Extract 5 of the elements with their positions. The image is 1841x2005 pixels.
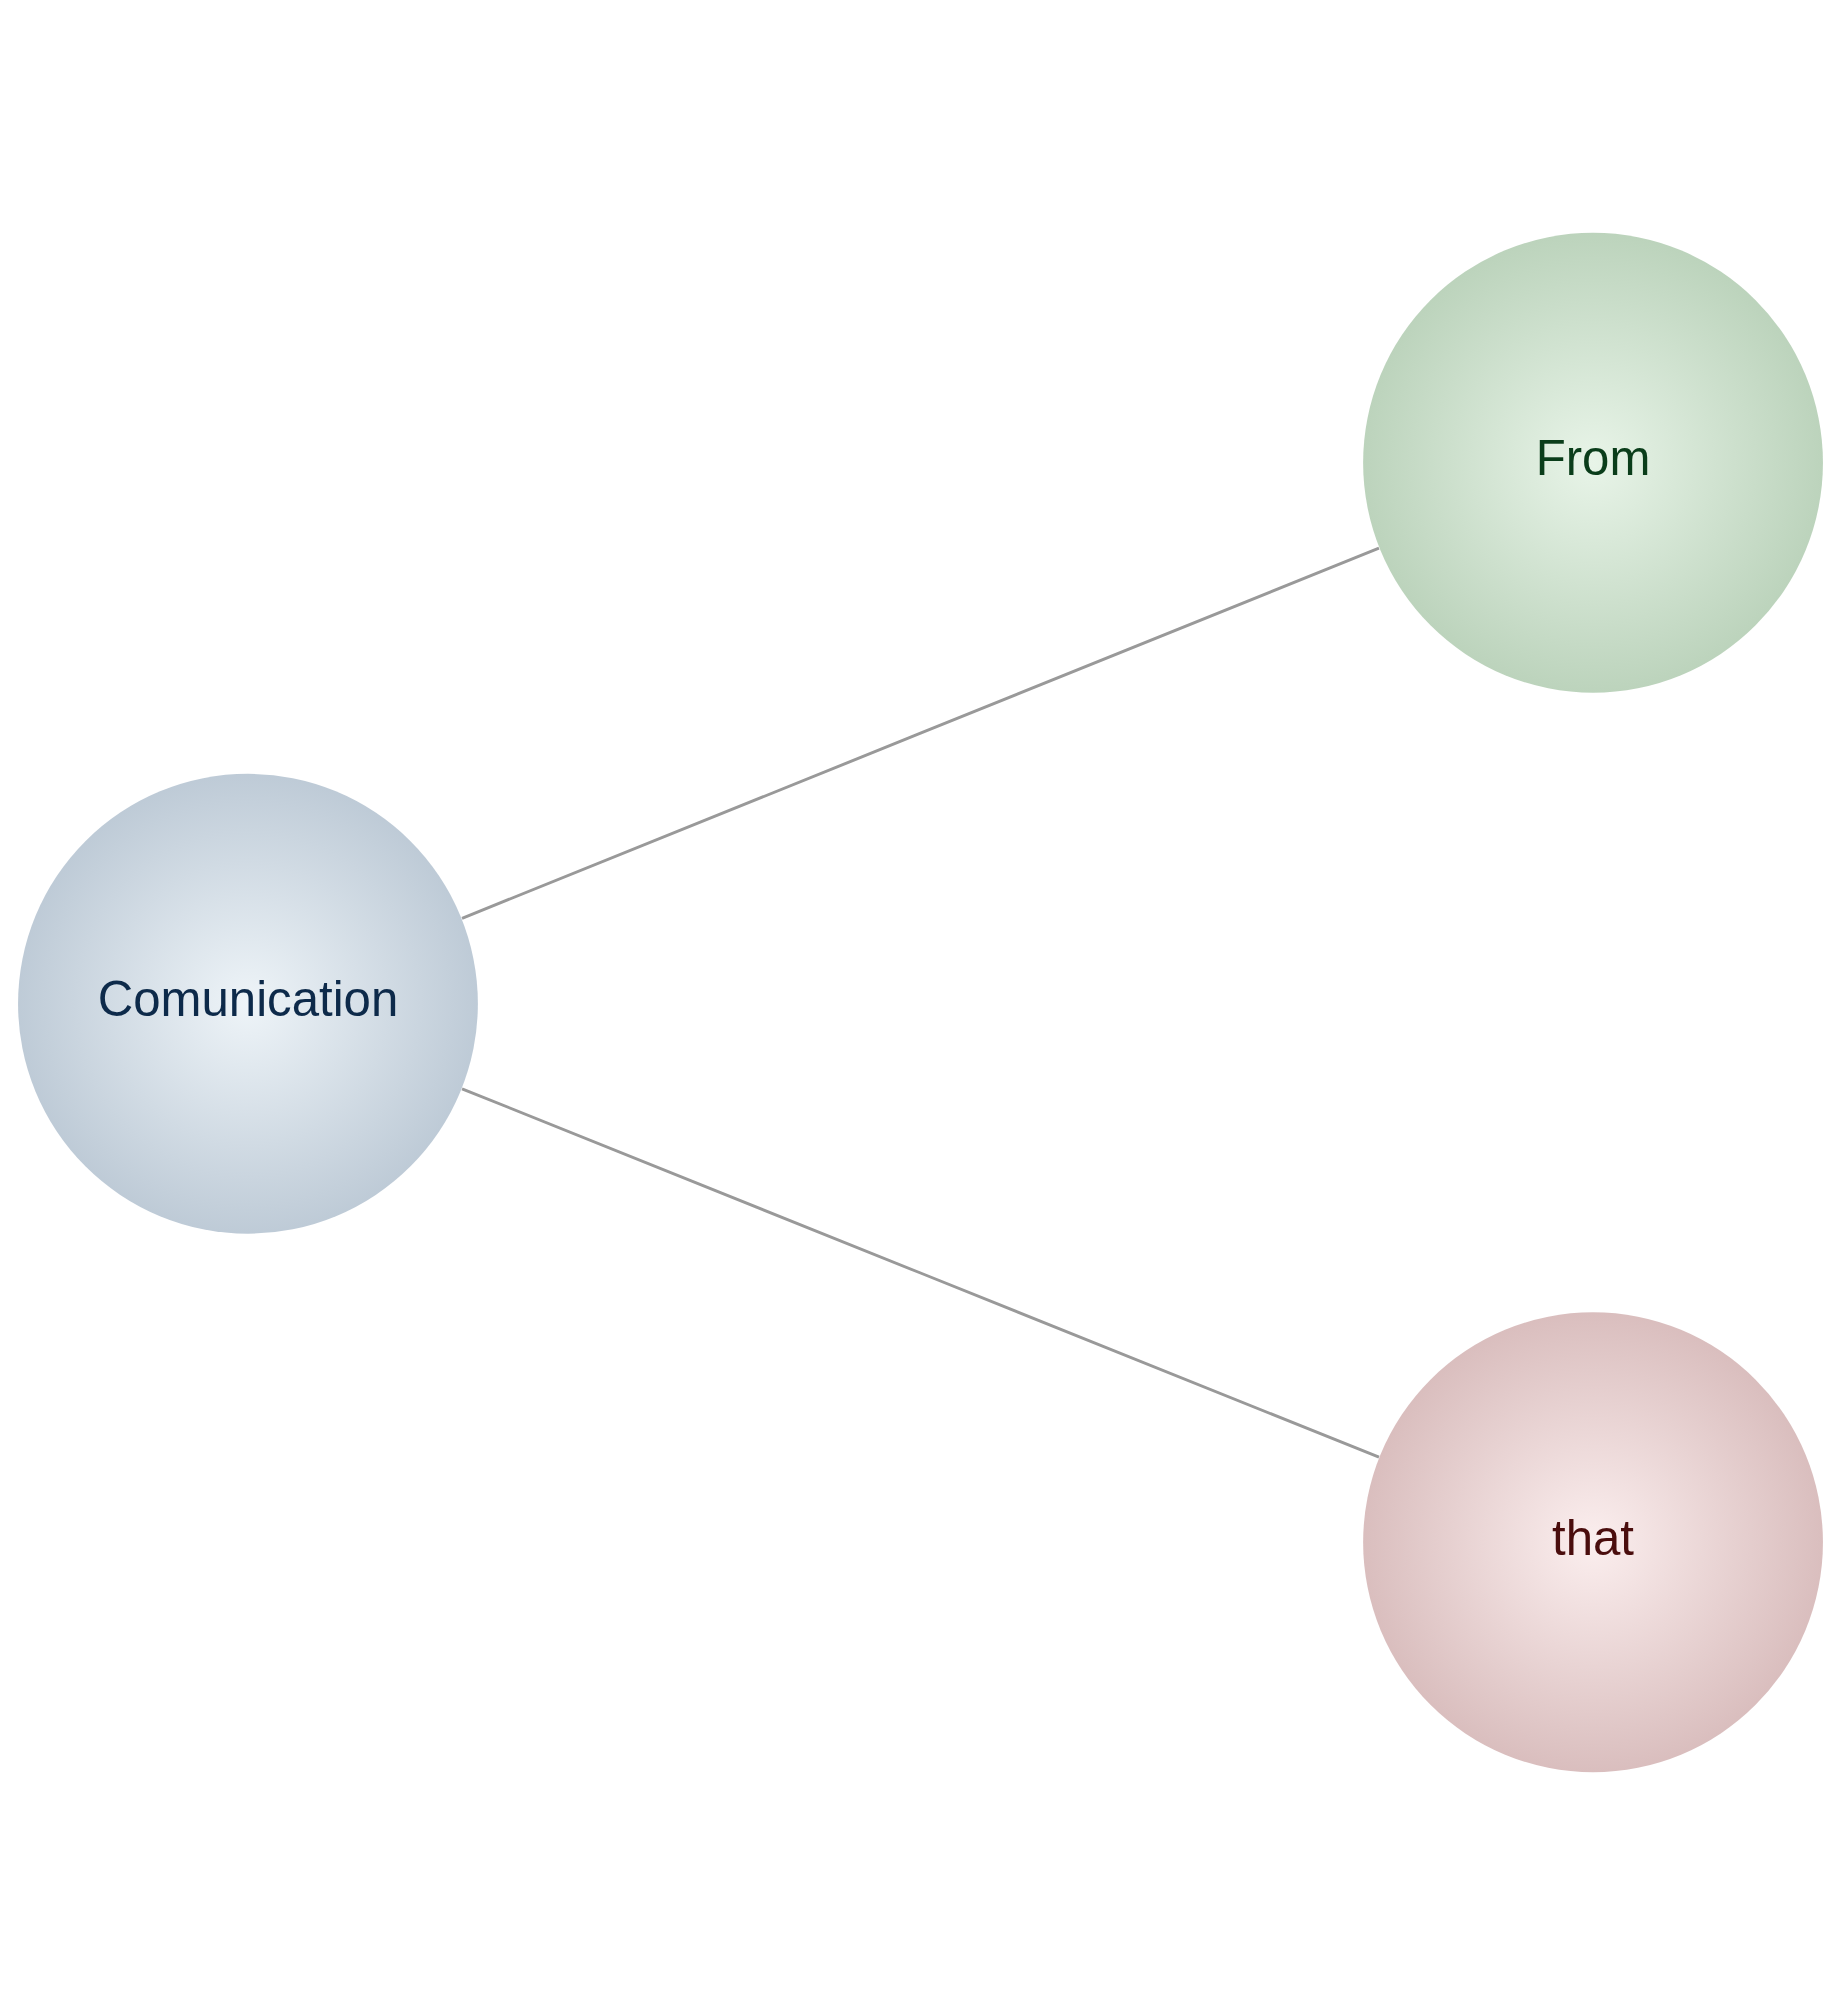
node-circle: From: [1363, 232, 1823, 693]
node-circle: Comunication: [18, 773, 478, 1234]
connector: [461, 546, 1380, 920]
connector: [461, 1087, 1380, 1459]
node-circle: that: [1363, 1312, 1823, 1773]
